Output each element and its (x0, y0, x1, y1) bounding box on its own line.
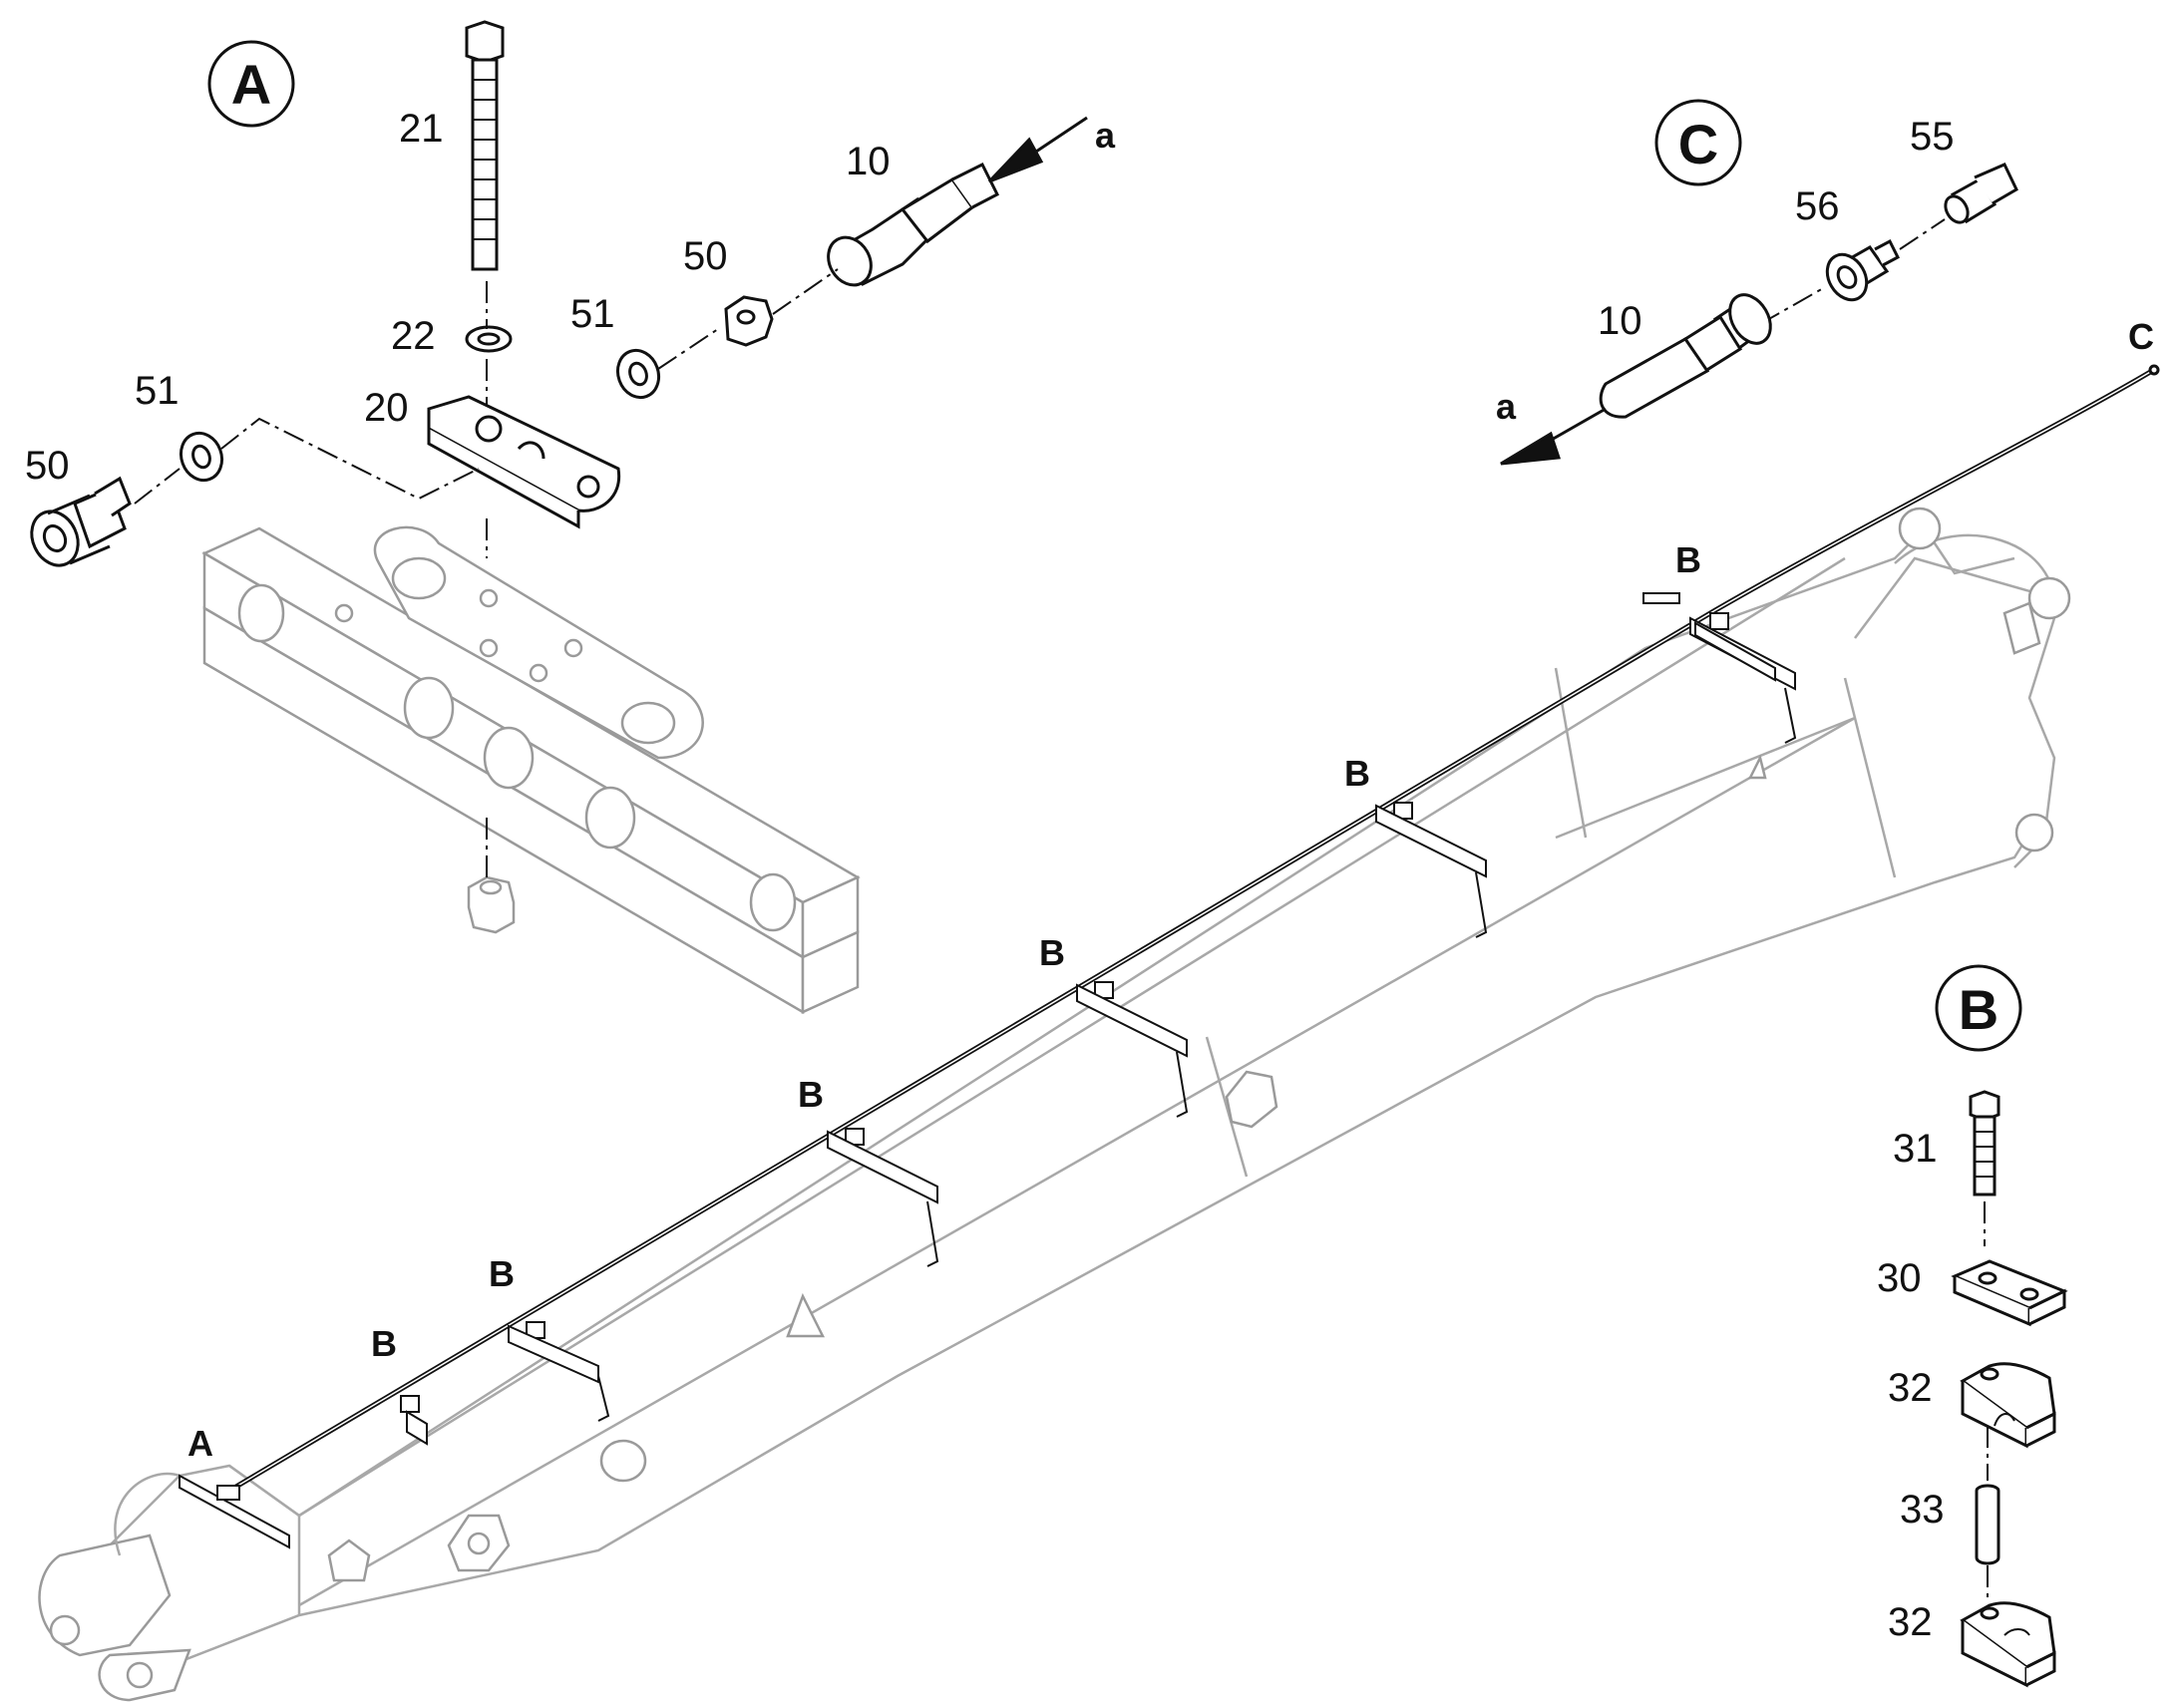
pin-33 (1975, 1484, 2000, 1565)
detail-a-label: A (231, 53, 271, 116)
bolt-31 (1969, 1090, 2000, 1196)
boom-markers: A B B B B B B C (187, 316, 2154, 1464)
hose-fitting-10-c (1599, 293, 1772, 419)
label-50-left: 50 (25, 444, 70, 488)
label-10-c: 10 (1598, 299, 1642, 343)
label-55: 55 (1910, 115, 1955, 159)
label-50-right: 50 (683, 234, 728, 278)
clamp-bracket-b5 (1375, 802, 1488, 938)
clamp-bracket-b3 (827, 1128, 939, 1267)
label-33: 33 (1900, 1488, 1945, 1532)
mounting-block (201, 525, 861, 1015)
clamp-brackets (179, 592, 1797, 1549)
arrow-a-label: a (1095, 115, 1116, 156)
boom-marker-b2: B (489, 1253, 515, 1294)
label-10-a: 10 (846, 140, 891, 183)
fitting-55 (1944, 163, 2018, 224)
fitting-50-left (30, 476, 132, 567)
detail-a: A (25, 20, 1116, 1015)
boom-marker-b1: B (371, 1323, 397, 1364)
clamp-bracket-b7 (1642, 592, 1776, 682)
label-21: 21 (399, 107, 444, 151)
label-32-bottom: 32 (1888, 1600, 1933, 1644)
boom-marker-a: A (187, 1423, 213, 1464)
hose-fitting-10-a (827, 162, 1000, 287)
label-22: 22 (391, 314, 436, 358)
detail-b-label: B (1959, 978, 1998, 1041)
label-56: 56 (1795, 184, 1840, 228)
boom-marker-b5: B (1344, 753, 1370, 794)
clamp-block-32-top (1960, 1362, 2056, 1449)
label-31: 31 (1893, 1127, 1938, 1171)
arrow-a-label-c: a (1496, 386, 1517, 427)
label-30: 30 (1877, 1256, 1922, 1300)
label-51-left: 51 (135, 369, 180, 413)
boom-marker-b6: B (1675, 539, 1701, 580)
boom-marker-b3: B (798, 1074, 824, 1115)
hose-line (227, 364, 2160, 1494)
detail-b: B 31 30 32 (1877, 964, 2068, 1688)
plate-20 (427, 395, 621, 529)
clamp-bracket-b2 (508, 1321, 610, 1422)
boom-structure (38, 507, 2071, 1702)
detail-c: C 55 56 10 a (1496, 99, 2018, 466)
fitting-56 (1825, 238, 1900, 302)
clamp-bracket-b4 (1076, 981, 1189, 1118)
detail-c-label: C (1678, 113, 1718, 175)
label-51-right: 51 (570, 292, 615, 336)
boom-marker-b4: B (1039, 932, 1065, 973)
clamp-bracket-a (179, 1474, 290, 1549)
hose-end-marker-c: C (2128, 316, 2154, 357)
label-32-top: 32 (1888, 1366, 1933, 1410)
bolt-21 (465, 20, 505, 271)
label-20: 20 (364, 386, 409, 430)
clamp-block-32-bottom (1960, 1601, 2056, 1688)
clamp-bracket-b1 (400, 1395, 428, 1446)
plate-30 (1951, 1259, 2068, 1327)
